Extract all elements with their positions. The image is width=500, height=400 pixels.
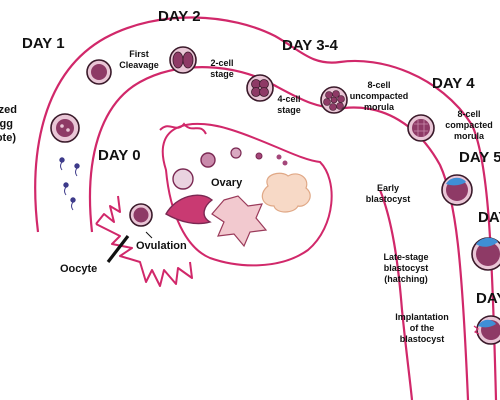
first-cleavage-label-1: First bbox=[129, 49, 149, 59]
zygote-label-line-1: lized bbox=[0, 104, 17, 116]
early-blastocyst bbox=[441, 174, 473, 206]
eight-compacted-label-2: compacted bbox=[445, 120, 493, 130]
follicle-tiny-3 bbox=[282, 160, 288, 166]
day-3-4-label: DAY 3-4 bbox=[282, 37, 339, 54]
zygote-cell bbox=[50, 113, 80, 143]
two-cell-label-1: 2-cell bbox=[210, 58, 233, 68]
day-7-partial-label: DAY bbox=[476, 290, 500, 307]
ovulation-label: Ovulation bbox=[136, 240, 187, 252]
follicle-large bbox=[172, 168, 194, 190]
ovulation-arrow bbox=[145, 231, 153, 239]
implantation-label-2: of the bbox=[410, 323, 435, 333]
zygote-label-line-2: gg bbox=[0, 118, 13, 130]
corpus-albicans-star bbox=[211, 195, 268, 248]
late-blastocyst-label-3: (hatching) bbox=[384, 274, 428, 284]
early-blastocyst-label-2: blastocyst bbox=[366, 194, 411, 204]
day-4-label: DAY 4 bbox=[432, 75, 475, 92]
tube-inner-wall bbox=[88, 66, 470, 400]
first-cleavage-cell bbox=[86, 59, 112, 85]
fimbriae bbox=[95, 195, 193, 287]
follicle-small bbox=[230, 147, 242, 159]
late-blastocyst-label-1: Late-stage bbox=[383, 252, 428, 262]
ovary bbox=[159, 122, 333, 267]
ovary-body bbox=[161, 122, 333, 267]
tube-outer-wall bbox=[34, 16, 498, 400]
eight-compacted-label-3: morula bbox=[454, 131, 485, 141]
eight-compacted-label-1: 8-cell bbox=[457, 109, 480, 119]
follicle-medium bbox=[200, 152, 216, 168]
uterus-inner-wall bbox=[378, 189, 414, 400]
ovary-top-fold bbox=[159, 122, 207, 135]
implantation-label-3: blastocyst bbox=[400, 334, 445, 344]
day-0-label: DAY 0 bbox=[98, 147, 141, 164]
fallopian-tube bbox=[34, 16, 498, 400]
day-2-label: DAY 2 bbox=[158, 8, 201, 25]
oocyte bbox=[129, 203, 153, 227]
four-cell-label-1: 4-cell bbox=[277, 94, 300, 104]
oocyte-label: Oocyte bbox=[60, 263, 97, 275]
four-cell-label-2: stage bbox=[277, 105, 301, 115]
first-cleavage-label-2: Cleavage bbox=[119, 60, 159, 70]
ruptured-follicle bbox=[165, 194, 214, 225]
corpus-luteum bbox=[261, 172, 311, 213]
implanting-blastocyst bbox=[473, 315, 500, 345]
day-1-label: DAY 1 bbox=[22, 35, 65, 52]
eight-uncompacted-label-3: morula bbox=[364, 102, 395, 112]
early-blastocyst-label-1: Early bbox=[377, 183, 399, 193]
eight-cell-uncompacted bbox=[320, 86, 348, 114]
late-blastocyst-label-2: blastocyst bbox=[384, 263, 429, 273]
follicle-tiny-1 bbox=[255, 152, 263, 160]
day-6-partial-label: DAY bbox=[478, 209, 500, 226]
sperm-group bbox=[59, 157, 80, 211]
ovary-label: Ovary bbox=[211, 177, 243, 189]
zygote-label-line-3: ote) bbox=[0, 132, 16, 144]
follicle-tiny-2 bbox=[276, 154, 282, 160]
four-cell-stage bbox=[246, 74, 274, 102]
two-cell-label-2: stage bbox=[210, 69, 234, 79]
two-cell-stage bbox=[169, 46, 197, 74]
eight-uncompacted-label-1: 8-cell bbox=[367, 80, 390, 90]
day-5-label: DAY 5 bbox=[459, 149, 500, 166]
eight-uncompacted-label-2: uncompacted bbox=[350, 91, 409, 101]
implantation-label-1: Implantation bbox=[395, 312, 449, 322]
eight-cell-compacted bbox=[407, 114, 435, 142]
late-stage-blastocyst bbox=[471, 237, 500, 271]
oocyte-arrow bbox=[106, 235, 130, 263]
